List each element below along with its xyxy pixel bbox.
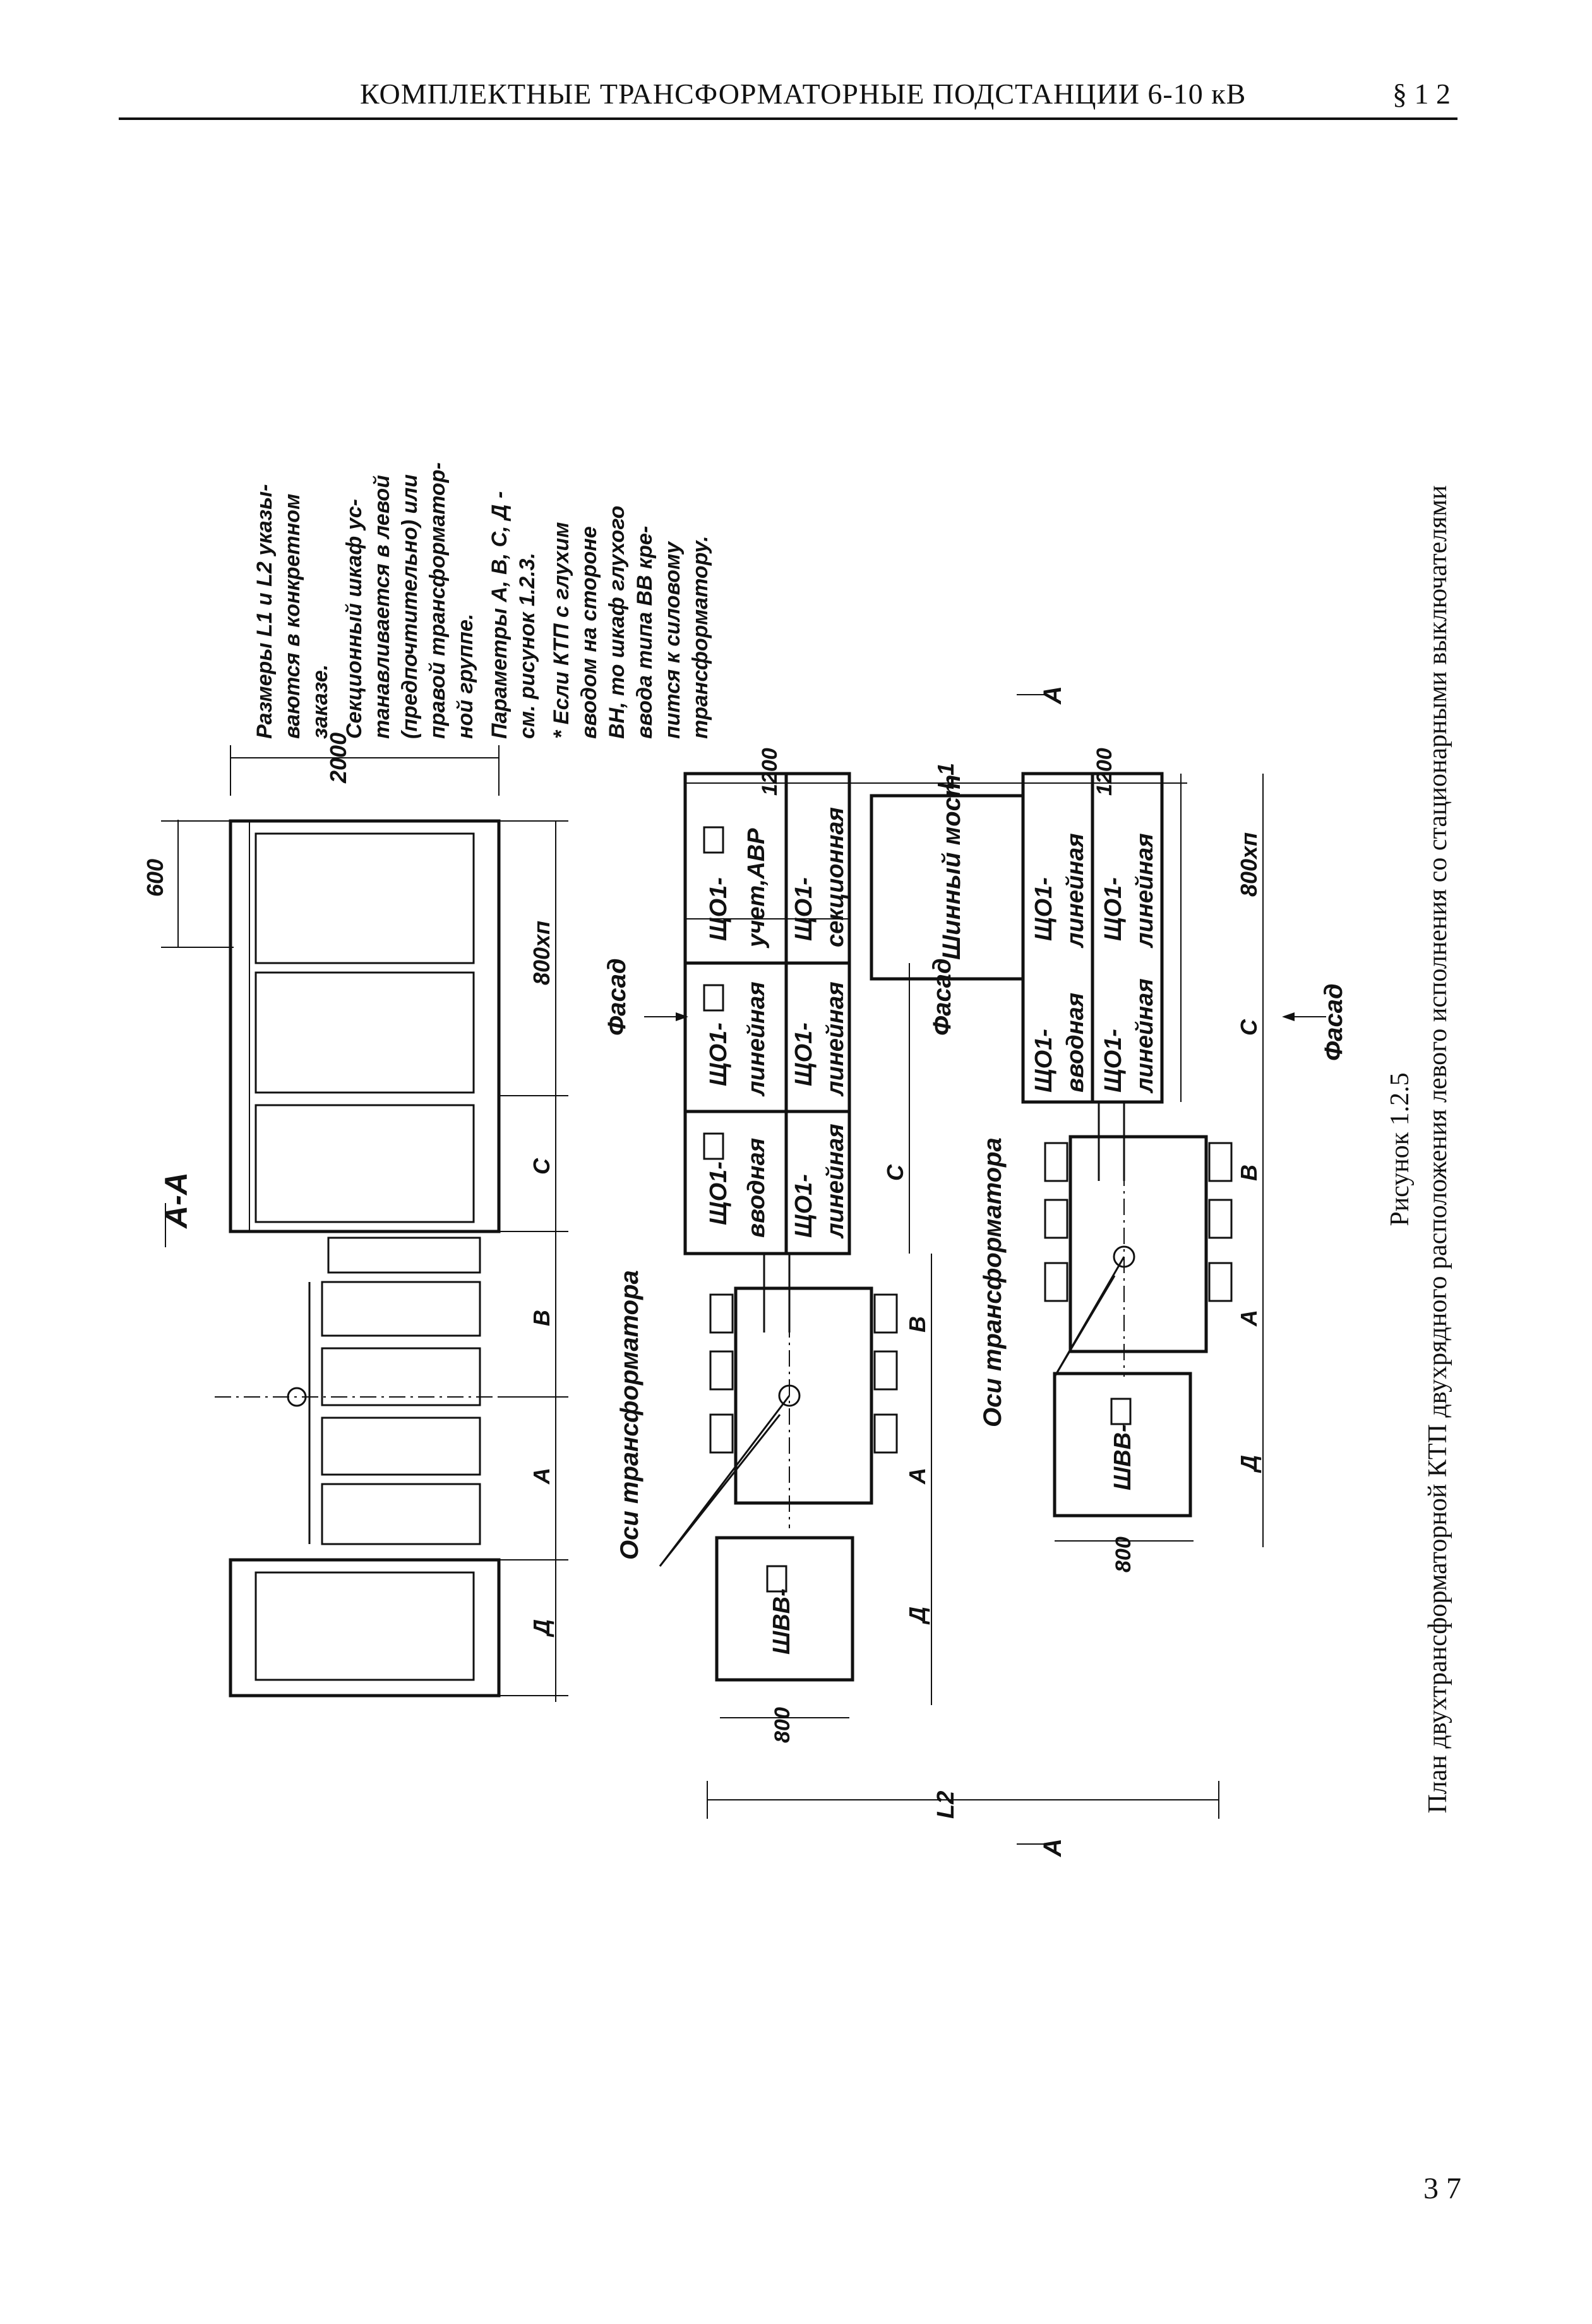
note-line: * Если КТП с глухим — [549, 522, 573, 739]
note-line: вводом на стороне — [577, 526, 601, 739]
dim-800xn-bottom: 800хп — [1236, 832, 1262, 897]
dim-D-section: Д — [529, 1619, 554, 1638]
note-line: ВН, то шкаф глухого — [605, 506, 629, 739]
cab-code: ЩО1- — [1031, 1029, 1057, 1093]
cab-name: линейная — [822, 981, 849, 1097]
dim-1200-bottom: 1200 — [1092, 748, 1116, 796]
cab-code: ЩО1- — [791, 877, 817, 941]
dim-B-2: В — [1236, 1165, 1262, 1181]
figure-caption: План двухтрансформаторной КТП двухрядног… — [1423, 485, 1452, 1813]
cut-marker-bottom: А — [1039, 1838, 1067, 1857]
cab-name: вводная — [743, 1138, 770, 1238]
dim-1200-top: 1200 — [758, 748, 782, 796]
note-line: Параметры А, В, С, Д - — [488, 491, 512, 739]
note-line: ной группе. — [453, 614, 477, 739]
dim-B-1: В — [904, 1316, 930, 1333]
note-line: заказе. — [308, 664, 332, 739]
note-line: трансформатору. — [688, 536, 712, 739]
dim-2000: 2000 — [325, 733, 351, 784]
transformer-axes-label-1: Оси трансформатора — [616, 1270, 643, 1560]
header-rule — [119, 117, 1457, 120]
hv-cabinet-2: ШВВ- — [1110, 1424, 1136, 1490]
header-title: КОМПЛЕКТНЫЕ ТРАНСФОРМАТОРНЫЕ ПОДСТАНЦИИ … — [360, 78, 1247, 110]
dim-D-2: Д — [1236, 1455, 1262, 1473]
cab-name: линейная — [1062, 833, 1089, 949]
cab-code: ЩО1- — [705, 1022, 732, 1086]
note-line: Размеры L1 и L2 указы- — [253, 484, 277, 739]
cab-code: ЩО1- — [791, 1022, 817, 1086]
dim-800xn-section: 800хп — [529, 921, 554, 985]
dim-C-top: С — [882, 1164, 908, 1181]
page-number: 3 7 — [1423, 2172, 1461, 2205]
cab-name: линейная — [743, 981, 770, 1097]
note-line: (предпочтительно) или — [398, 474, 422, 739]
cab-name: вводная — [1062, 993, 1089, 1093]
bus-bridge-group: Шинный мост L1 — [870, 763, 1025, 981]
cut-marker-top: А — [1039, 686, 1067, 705]
facade-label-bottom: Фасад — [1320, 983, 1348, 1061]
note-line: ваются в конкретном — [280, 494, 304, 739]
note-line: ввода типа ВВ кре- — [633, 526, 657, 739]
cab-code: ЩО1- — [791, 1174, 817, 1238]
note-line: правой трансформатор- — [426, 462, 450, 739]
dim-800-2: 800 — [1111, 1536, 1135, 1572]
cab-name: секционная — [822, 807, 849, 947]
dim-L2: L2 — [933, 1791, 959, 1819]
dim-A-2: А — [1236, 1310, 1262, 1327]
cab-name: линейная — [1132, 833, 1158, 949]
note-line: пится к силовому — [661, 541, 685, 739]
header-section: § 1 2 — [1392, 78, 1451, 110]
bus-bridge-label: Шинный мост — [938, 775, 966, 960]
cab-code: ЩО1- — [1031, 877, 1057, 941]
dim-D-1: Д — [904, 1607, 930, 1625]
cab-code: ЩО1- — [705, 1161, 732, 1225]
section-view: А-А 600 2000 — [142, 733, 568, 1702]
facade-label-mid: Фасад — [928, 958, 956, 1036]
cab-name: линейная — [822, 1123, 849, 1239]
dim-B-section: В — [529, 1310, 554, 1326]
notes-block: Размеры L1 и L2 указы- ваются в конкретн… — [253, 462, 712, 739]
dim-C-section: С — [529, 1158, 554, 1175]
cab-code: ЩО1- — [1100, 1029, 1127, 1093]
note-line: Секционный шкаф ус- — [342, 499, 366, 739]
cab-name: учет,АВР — [743, 828, 770, 949]
note-line: танавливается в левой — [370, 475, 394, 739]
dim-C-bottom: С — [1236, 1019, 1262, 1036]
transformer-axes-label-2: Оси трансформатора — [979, 1137, 1007, 1427]
cab-code: ЩО1- — [705, 877, 732, 941]
dim-A-section: А — [529, 1468, 554, 1485]
section-label: А-А — [159, 1172, 194, 1230]
plan-lower-group: ЩО1- вводная ЩО1- линейная ЩО1- линейная… — [979, 748, 1348, 1572]
note-line: см. рисунок 1.2.3. — [515, 553, 539, 739]
facade-label-top: Фасад — [603, 958, 631, 1036]
overall-dimensions: L2 А А — [707, 686, 1219, 1857]
figure-number: Рисунок 1.2.5 — [1386, 1072, 1415, 1226]
dim-A-1: А — [904, 1468, 930, 1485]
cab-name: линейная — [1132, 978, 1158, 1094]
dim-L1: L1 — [933, 763, 959, 789]
hv-cabinet-1: ШВВ- — [769, 1588, 795, 1655]
dim-800-1: 800 — [770, 1707, 794, 1743]
plan-upper-group: Фасад ЩО1- вводная ЩО1- линейная ЩО1- уч… — [603, 748, 956, 1743]
dim-600: 600 — [142, 859, 168, 897]
cab-code: ЩО1- — [1100, 877, 1127, 941]
